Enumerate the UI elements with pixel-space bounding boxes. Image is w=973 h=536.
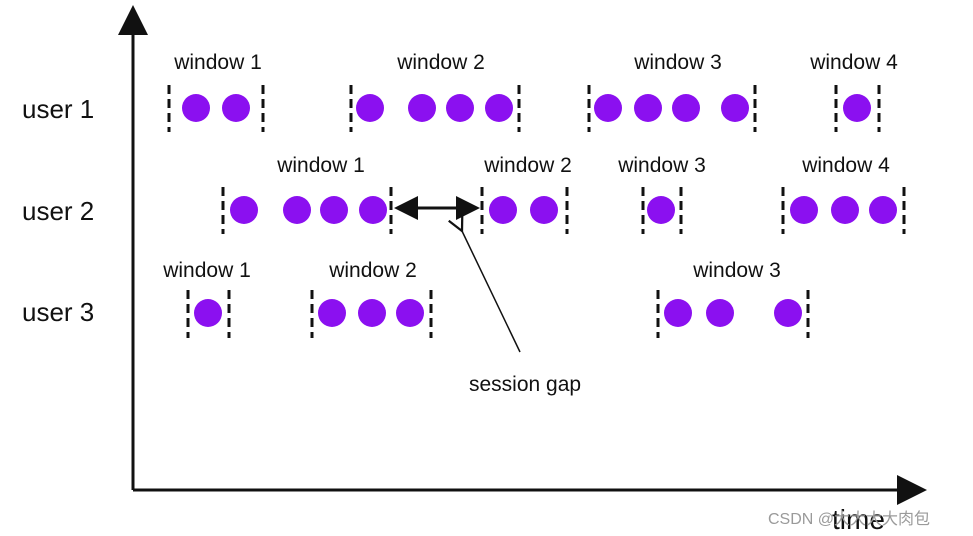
window-label: window 2	[328, 259, 417, 282]
event-dot	[182, 94, 210, 122]
window-label: window 1	[173, 51, 262, 74]
window-label: window 3	[633, 51, 722, 74]
window-label: window 2	[483, 154, 572, 177]
window-label: window 2	[396, 51, 485, 74]
event-dot	[634, 94, 662, 122]
event-dot	[396, 299, 424, 327]
event-dot	[843, 94, 871, 122]
session-gap-leader-line	[462, 231, 521, 353]
event-dot	[647, 196, 675, 224]
event-dot	[721, 94, 749, 122]
event-dot	[283, 196, 311, 224]
event-dot	[408, 94, 436, 122]
event-dot	[194, 299, 222, 327]
event-dot	[594, 94, 622, 122]
event-dot	[485, 94, 513, 122]
event-dot	[222, 94, 250, 122]
event-dot	[359, 196, 387, 224]
event-dot	[356, 94, 384, 122]
session-gap-label: session gap	[469, 373, 581, 396]
row-label-user-1: user 1	[22, 94, 94, 124]
event-dot	[869, 196, 897, 224]
window-label: window 4	[801, 154, 890, 177]
window-label: window 1	[162, 259, 251, 282]
event-dot	[672, 94, 700, 122]
row-label-user-2: user 2	[22, 196, 94, 226]
window-label: window 3	[617, 154, 706, 177]
event-dot	[706, 299, 734, 327]
event-dot	[318, 299, 346, 327]
event-dot	[831, 196, 859, 224]
window-label: window 3	[692, 259, 781, 282]
watermark: CSDN @大大大大肉包	[768, 510, 930, 528]
event-dot	[530, 196, 558, 224]
window-label: window 4	[809, 51, 898, 74]
event-dot	[664, 299, 692, 327]
event-dot	[358, 299, 386, 327]
event-dot	[230, 196, 258, 224]
event-dot	[774, 299, 802, 327]
event-dot	[489, 196, 517, 224]
event-dot	[790, 196, 818, 224]
row-label-user-3: user 3	[22, 297, 94, 327]
window-label: window 1	[276, 154, 365, 177]
x-axis-label: time	[832, 504, 885, 535]
event-dot	[320, 196, 348, 224]
event-dot	[446, 94, 474, 122]
